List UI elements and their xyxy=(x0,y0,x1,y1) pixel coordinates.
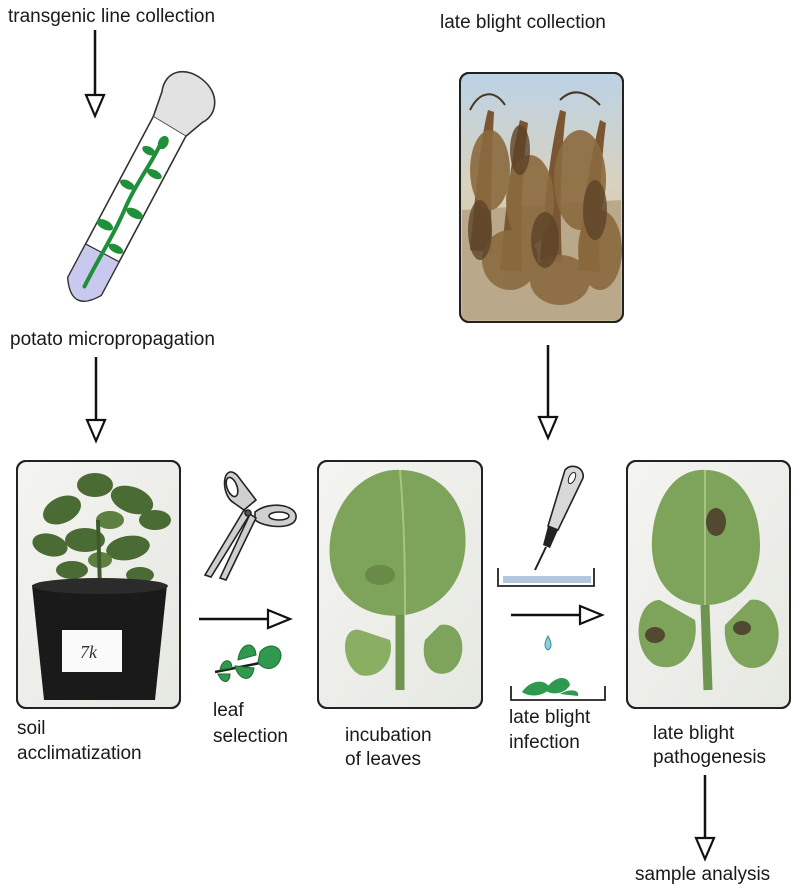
label-potato-micropropagation: potato micropropagation xyxy=(10,329,215,350)
label-leaf-selection-line1: leaf xyxy=(213,700,244,721)
scissors-icon xyxy=(203,471,297,581)
arrow-right-soil-to-incubation xyxy=(199,608,293,630)
arrow-right-incubation-to-pathogenesis xyxy=(511,604,605,626)
late-blight-field-photo xyxy=(459,72,624,323)
pot-label: 7k xyxy=(80,642,98,662)
pipette-icon xyxy=(534,465,584,571)
arrow-down-sample-analysis xyxy=(694,775,716,862)
arrows xyxy=(84,30,716,862)
test-tube-icon xyxy=(66,70,216,302)
arrow-down-micropropagation xyxy=(85,357,107,444)
label-late-blight-collection: late blight collection xyxy=(440,12,606,33)
label-soil-acclimatization-line1: soil xyxy=(17,718,46,739)
label-sample-analysis: sample analysis xyxy=(635,864,770,885)
petri-dish-leaves-icon xyxy=(510,678,606,701)
arrow-down-late-blight xyxy=(537,345,559,441)
potted-plant-photo: 7k xyxy=(16,460,181,709)
label-incubation-line2: of leaves xyxy=(345,749,421,770)
leaf-icon xyxy=(214,644,282,682)
label-infection-line1: late blight xyxy=(509,707,591,728)
arrow-down-transgenic xyxy=(84,30,106,119)
label-transgenic-line-collection: transgenic line collection xyxy=(8,6,215,27)
petri-dish-icon xyxy=(497,568,595,587)
incubation-leaves-photo xyxy=(317,460,483,709)
label-leaf-selection-line2: selection xyxy=(213,726,288,747)
pathogenesis-photo xyxy=(626,460,791,709)
label-infection-line2: infection xyxy=(509,732,580,753)
label-incubation-line1: incubation xyxy=(345,725,432,746)
droplet-icon xyxy=(544,634,552,651)
label-pathogenesis-line2: pathogenesis xyxy=(653,747,766,768)
label-soil-acclimatization-line2: acclimatization xyxy=(17,743,142,764)
label-pathogenesis-line1: late blight xyxy=(653,723,735,744)
